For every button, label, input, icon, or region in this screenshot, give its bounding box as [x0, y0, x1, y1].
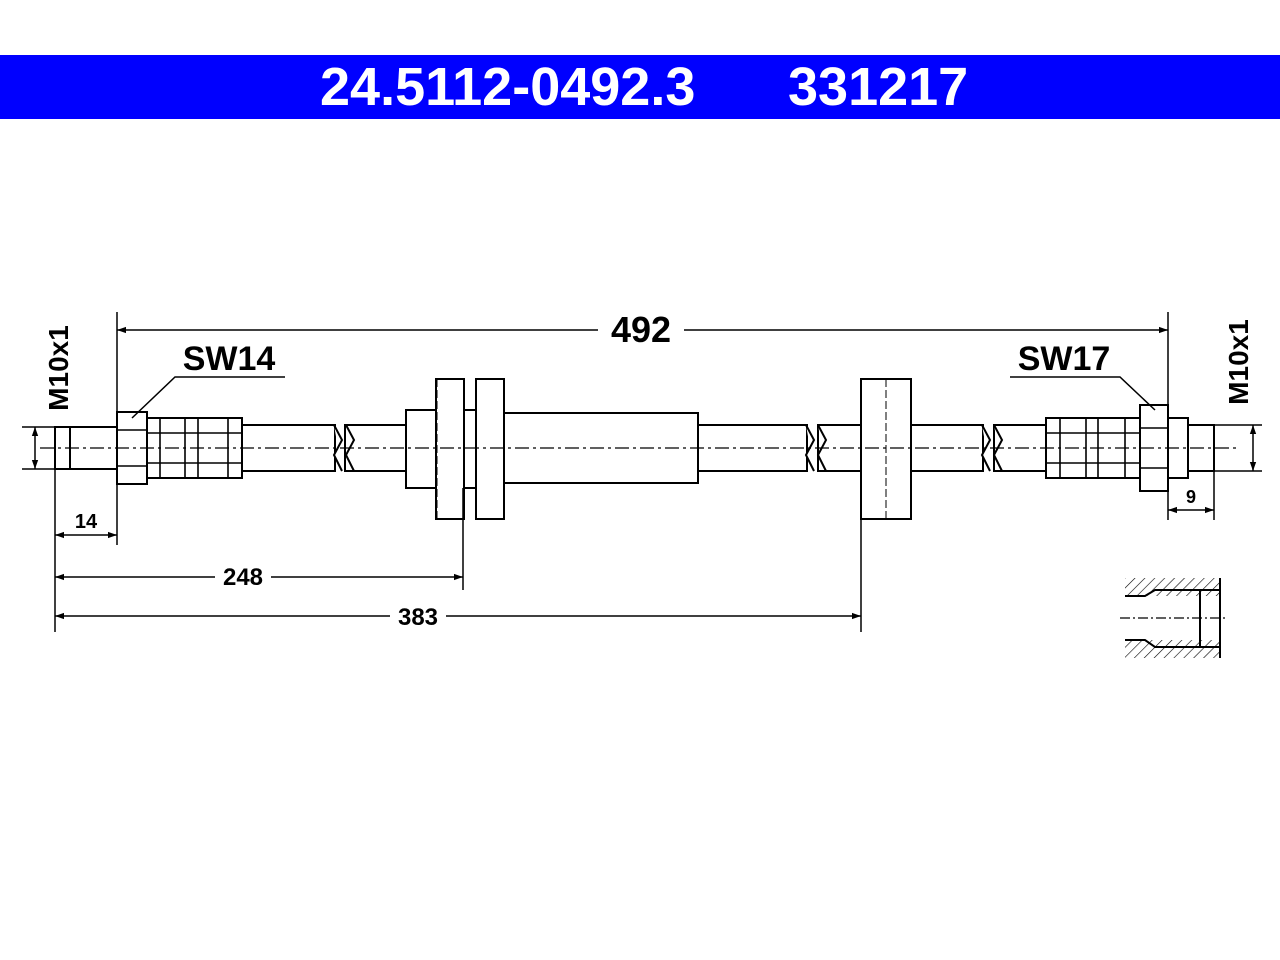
left-wrench-label: SW14 — [183, 340, 276, 378]
bracket-1-spacer — [463, 409, 477, 489]
leader-sw14 — [131, 376, 285, 419]
detail-hatch-top — [1125, 578, 1220, 596]
overall-length-label: 492 — [611, 309, 671, 350]
leader-sw17 — [1010, 376, 1156, 411]
first-bracket-distance-label: 248 — [223, 564, 263, 591]
left-thread-size-label: M10x1 — [43, 325, 74, 411]
bracket-1-plate-b — [475, 378, 505, 520]
left-thread-length-label: 14 — [75, 511, 98, 533]
reference-number: 331217 — [788, 57, 969, 117]
title-bar: 24.5112-0492.3 331217 — [0, 55, 1280, 119]
part-number: 24.5112-0492.3 — [320, 57, 696, 117]
bracket-1-plate-a — [435, 378, 465, 520]
right-thread-length-label: 9 — [1186, 487, 1196, 507]
right-thread-size-label: M10x1 — [1223, 319, 1254, 405]
detail-hatch-bottom — [1125, 640, 1220, 658]
second-bracket-distance-label: 383 — [398, 604, 438, 631]
right-wrench-label: SW17 — [1018, 340, 1111, 378]
extension-lines — [22, 312, 1262, 632]
bracket-1-collar — [405, 409, 437, 489]
